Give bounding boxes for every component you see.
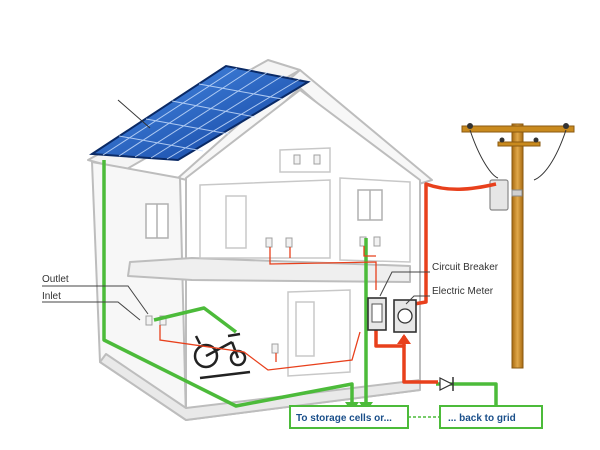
wall-outlets bbox=[145, 154, 381, 354]
pole-shaft bbox=[511, 123, 524, 369]
outlet-upper-4 bbox=[373, 236, 381, 247]
storage-box: To storage cells or... bbox=[289, 405, 409, 429]
callout-outlet-line bbox=[42, 285, 149, 315]
outlet-attic-2 bbox=[313, 154, 321, 165]
electric-meter bbox=[393, 299, 417, 333]
outlet-lower-1 bbox=[145, 315, 153, 326]
label-electric-meter: Electric Meter bbox=[432, 286, 494, 297]
outlet-lower-3 bbox=[271, 343, 279, 354]
pole-crossarm bbox=[461, 125, 575, 133]
arrow-meter-up bbox=[397, 334, 411, 344]
wire-grid-in bbox=[401, 182, 497, 308]
outlet-attic-1 bbox=[293, 154, 301, 165]
grid-box: ... back to grid bbox=[439, 405, 543, 429]
label-circuit-breaker: Circuit Breaker bbox=[432, 262, 499, 273]
pole-crossarm-low bbox=[497, 141, 541, 147]
circuit-breaker bbox=[367, 297, 387, 331]
callout-inlet-line bbox=[42, 301, 141, 321]
dc-wiring bbox=[102, 160, 542, 422]
bike-wheel bbox=[193, 343, 219, 369]
door-upper bbox=[225, 195, 247, 249]
callout-lines bbox=[42, 271, 430, 321]
windows bbox=[145, 189, 383, 239]
grid-box-label: ... back to grid bbox=[448, 413, 516, 424]
label-outlet: Outlet bbox=[42, 274, 69, 285]
pole-transformer bbox=[489, 179, 509, 211]
wire-panel-down bbox=[102, 160, 354, 408]
floor-slab bbox=[127, 257, 411, 283]
panel-leader-line bbox=[117, 99, 151, 129]
utility-pole bbox=[461, 123, 575, 369]
wire-inlet bbox=[153, 306, 238, 334]
diode-symbol bbox=[439, 377, 454, 391]
outlet-upper-1 bbox=[265, 237, 273, 248]
outlet-lower-2 bbox=[159, 315, 167, 326]
outlet-upper-2 bbox=[285, 237, 293, 248]
label-inlet: Inlet bbox=[42, 291, 61, 302]
ground-floor bbox=[99, 353, 421, 421]
door-lower bbox=[295, 301, 315, 357]
solar-panel bbox=[88, 64, 311, 162]
interior-walls bbox=[199, 147, 411, 377]
house-circuits bbox=[159, 246, 377, 371]
callout-breaker-line bbox=[379, 271, 430, 297]
storage-box-label: To storage cells or... bbox=[296, 413, 392, 424]
callout-meter-line bbox=[405, 295, 430, 305]
attic-wall bbox=[279, 147, 331, 173]
upper-room-wall bbox=[199, 179, 331, 259]
